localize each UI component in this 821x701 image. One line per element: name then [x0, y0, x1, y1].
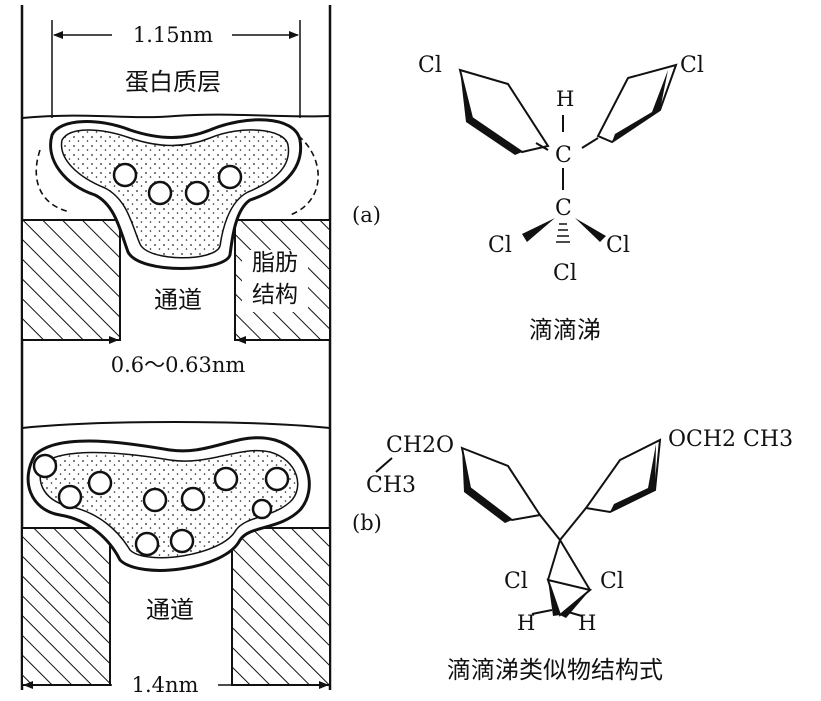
lipid-structure-label-line1: 脂肪: [252, 250, 298, 276]
ddt-caption: 滴滴涕: [529, 316, 601, 344]
ddt-h: H: [556, 87, 574, 111]
top-width-dimension: 1.15nm: [51, 20, 301, 118]
analog-caption: 滴滴涕类似物结构式: [447, 656, 663, 684]
membrane-channel-diagram: 1.15nm 蛋白质层 通道 脂肪 结构 0.6～0.63nm: [20, 5, 332, 697]
analog-cl-left: Cl: [504, 569, 528, 594]
bottom-width-dimension: 1.4nm: [23, 673, 329, 697]
analog-structure: CH2O CH3 OCH2 CH3 Cl Cl H H 滴滴涕类似物结构: [366, 427, 793, 684]
upper-molecule-circle: [217, 164, 243, 190]
ddt-cl-bottom: Cl: [553, 261, 577, 286]
channel-width-label: 0.6～0.63nm: [111, 353, 246, 377]
analog-h-right: H: [578, 611, 596, 635]
analog-right-group: OCH2 CH3: [668, 427, 793, 452]
analog-left-group-line1: CH2O: [386, 433, 454, 458]
analog-cl-right: Cl: [600, 569, 624, 594]
lipid-block-lower-right: [231, 527, 331, 686]
upper-molecule-inner: [60, 129, 290, 259]
analog-left-group-line2: CH3: [366, 473, 416, 498]
lower-molecule-circle: [169, 528, 195, 554]
top-width-label: 1.15nm: [133, 23, 213, 47]
ddt-c-upper: C: [555, 143, 572, 168]
lower-molecule-circle: [32, 453, 58, 479]
ddt-right-ring: [596, 63, 678, 144]
lower-molecule-circle: [134, 531, 160, 557]
ddt-cl-left: Cl: [418, 53, 442, 78]
upper-molecule-circle: [112, 162, 138, 188]
ddt-cl-bottom-right: Cl: [606, 233, 630, 258]
ddt-c-lower: C: [555, 196, 572, 221]
ddt-cl-right: Cl: [680, 53, 704, 78]
upper-channel-label: 通道: [154, 286, 202, 314]
channel-width-dimension: 0.6～0.63nm: [88, 336, 268, 377]
lower-protein-boundary: [21, 421, 331, 429]
lower-molecule-circle: [213, 466, 239, 492]
lower-molecule-circle: [180, 486, 206, 512]
protein-layer-boundary: [21, 113, 331, 119]
bottom-width-label: 1.4nm: [132, 673, 199, 697]
upper-molecule-circle: [147, 180, 173, 206]
lower-molecule-circle: [142, 487, 168, 513]
analog-left-ring: [460, 446, 542, 522]
analog-h-left: H: [517, 611, 535, 635]
upper-molecule-circle: [184, 180, 210, 206]
lower-molecule-circle: [57, 484, 83, 510]
lower-molecule-circle: [264, 466, 290, 492]
lipid-structure-label-line2: 结构: [252, 282, 298, 308]
label-a: (a): [352, 203, 381, 227]
lipid-block-lower-left: [21, 527, 111, 686]
label-b: (b): [352, 511, 382, 535]
ddt-structure: Cl Cl H C C Cl Cl: [418, 53, 704, 344]
lipid-block-upper-left: [21, 219, 121, 341]
structures-panel: (a) (b) Cl Cl H C C: [352, 53, 793, 684]
lower-molecule-circle: [251, 498, 273, 520]
ddt-cl-bottom-left: Cl: [488, 233, 512, 258]
protein-layer-label: 蛋白质层: [125, 68, 221, 96]
ddt-left-ring: [458, 68, 550, 154]
lower-molecule-circle: [87, 470, 113, 496]
lower-channel-label: 通道: [146, 596, 194, 624]
